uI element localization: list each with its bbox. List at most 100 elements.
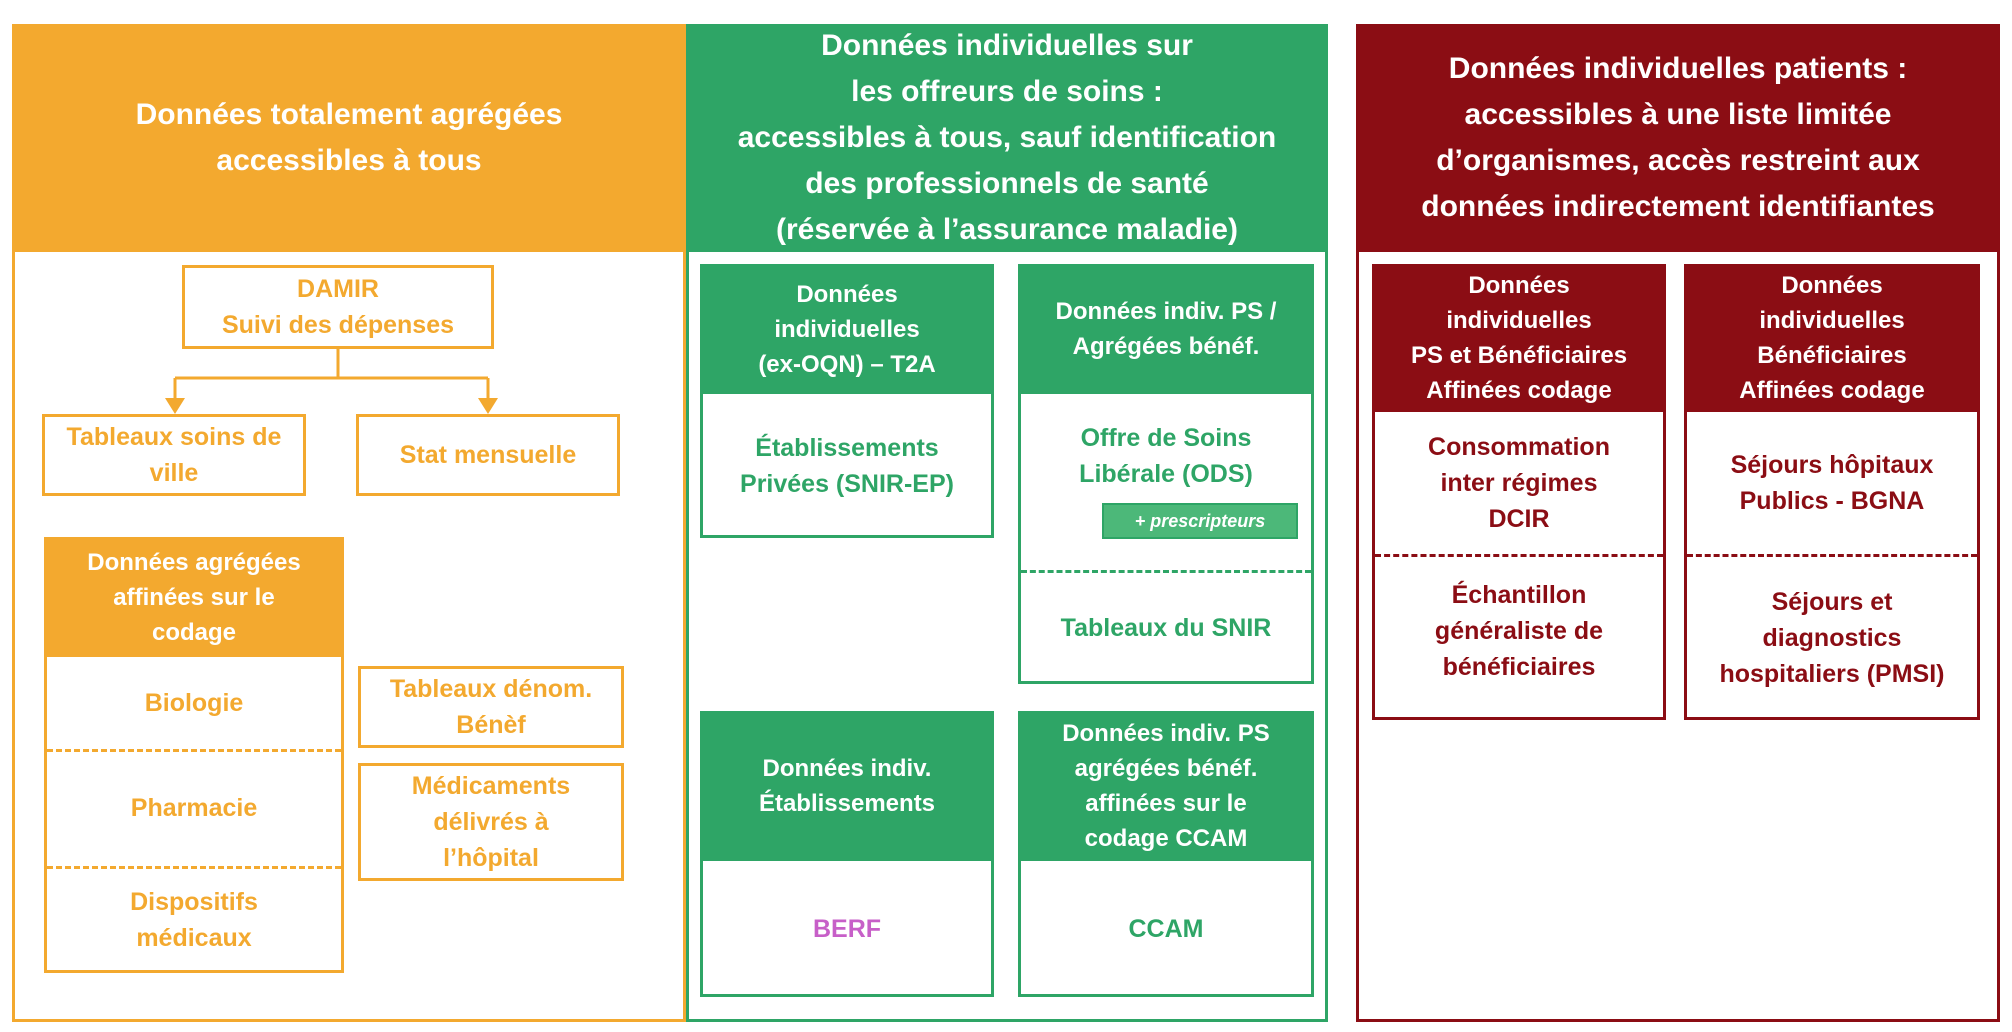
damir-box: DAMIR Suivi des dépenses [182,265,494,349]
oqn-header-line: Données [796,280,898,308]
tableaux-soins-line: Tableaux soins de [66,423,282,451]
snir-ep-item: Établissements Privées (SNIR-EP) [700,394,994,538]
bgna-line: Séjours hôpitaux [1730,451,1934,479]
ccam-label: CCAM [1128,915,1204,943]
affinees-header: Données agrégées affinées sur le codage [44,537,344,657]
pmsi-header: Données individuelles Bénéficiaires Affi… [1684,264,1980,412]
aggregated-header-line: Données totalement agrégées [135,98,563,131]
ps-header-line: Agrégées bénéf. [1072,333,1260,360]
ods-item: Offre de Soins Libérale (ODS) [1018,410,1314,502]
damir-subtitle: Suivi des dépenses [221,311,455,339]
dcir-item: Consommation inter régimes DCIR [1372,412,1666,554]
damir-title: DAMIR [297,275,379,303]
aggregated-header: Données totalement agrégées accessibles … [12,24,686,252]
affinees-header-line: codage [151,618,237,646]
aggregated-header-line: accessibles à tous [216,144,482,177]
dispositifs-line: médicaux [136,924,252,952]
dispositifs-line: Dispositifs [130,888,258,916]
snir-ep-line: Établissements [755,434,939,462]
providers-header-line: des professionnels de santé [805,167,1209,200]
snir-tableaux-item: Tableaux du SNIR [1018,571,1314,684]
pmsi-line: Séjours et [1771,588,1893,616]
etablissements-header-line: Établissements [758,790,936,817]
pmsi-item: Séjours et diagnostics hospitaliers (PMS… [1684,556,1980,720]
ccam-header-line: Données indiv. PS [1062,720,1270,747]
medicaments-box: Médicaments délivrés à l’hôpital [358,763,624,881]
biologie-item: Biologie [44,657,344,749]
dispositifs-item: Dispositifs médicaux [44,867,344,973]
prescripteurs-badge: + prescripteurs [1102,503,1298,539]
providers-header-line: accessibles à tous, sauf identification [737,121,1277,154]
dcir-header: Données individuelles PS et Bénéficiaire… [1372,264,1666,412]
ccam-header-line: codage CCAM [1084,825,1248,852]
pmsi-header-line: individuelles [1759,307,1905,334]
pmsi-line: diagnostics [1762,624,1902,652]
providers-header-line: (réservée à l’assurance maladie) [776,213,1238,246]
snir-tableaux-label: Tableaux du SNIR [1060,613,1272,642]
pmsi-divider [1687,554,1977,557]
ccam-header-line: affinées sur le [1085,790,1247,817]
tableaux-denom-line: Tableaux dénom. [389,675,593,703]
bgna-line: Publics - BGNA [1739,487,1925,515]
snir-ep-line: Privées (SNIR-EP) [740,470,954,498]
patients-header-line: accessibles à une liste limitée [1464,98,1892,131]
pmsi-header-line: Bénéficiaires [1757,342,1907,369]
dcir-line: inter régimes [1440,469,1598,497]
patients-header-line: Données individuelles patients : [1448,52,1908,85]
providers-header-line: les offreurs de soins : [851,75,1163,108]
ps-header-line: Données indiv. PS / [1055,298,1277,325]
providers-header-line: Données individuelles sur [821,29,1193,62]
patients-header-line: données indirectement identifiantes [1421,190,1935,223]
medicaments-line: délivrés à [433,808,549,836]
dcir-header-line: PS et Bénéficiaires [1410,342,1628,369]
oqn-header: Données individuelles (ex-OQN) – T2A [700,264,994,394]
patients-header: Données individuelles patients : accessi… [1356,24,2000,252]
dcir-divider [1375,554,1663,557]
medicaments-line: l’hôpital [443,844,539,872]
dcir-header-line: individuelles [1446,307,1592,334]
providers-header: Données individuelles sur les offreurs d… [686,24,1328,252]
affinees-divider [47,866,341,869]
biologie-label: Biologie [144,689,244,717]
pmsi-header-line: Données [1781,272,1883,299]
prescripteurs-label: + prescripteurs [1134,510,1266,531]
stat-mensuelle-box: Stat mensuelle [356,414,620,496]
egb-line: Échantillon [1451,581,1587,609]
ods-line: Offre de Soins [1080,424,1252,452]
dcir-header-line: Données [1468,272,1570,299]
dcir-line: DCIR [1488,505,1550,533]
bgna-item: Séjours hôpitaux Publics - BGNA [1684,412,1980,554]
oqn-header-line: (ex-OQN) – T2A [758,350,936,378]
ccam-header: Données indiv. PS agrégées bénéf. affiné… [1018,711,1314,861]
dcir-header-line: Affinées codage [1426,377,1612,404]
ps-divider [1021,570,1311,573]
berf-label: BERF [812,915,882,943]
stat-mensuelle-label: Stat mensuelle [399,441,577,469]
oqn-header-line: individuelles [774,315,920,343]
etablissements-header-line: Données indiv. [762,755,932,782]
egb-line: bénéficiaires [1442,653,1596,681]
ccam-header-line: agrégées bénéf. [1074,755,1258,782]
etablissements-header: Données indiv. Établissements [700,711,994,861]
ps-header: Données indiv. PS / Agrégées bénéf. [1018,264,1314,394]
tableaux-denom-line: Bénèf [456,711,526,739]
tableaux-soins-box: Tableaux soins de ville [42,414,306,496]
affinees-header-line: affinées sur le [113,583,275,611]
affinees-header-line: Données agrégées [87,548,301,576]
tableaux-denom-box: Tableaux dénom. Bénèf [358,666,624,748]
pmsi-header-line: Affinées codage [1739,377,1925,404]
egb-line: généraliste de [1434,617,1604,645]
ods-line: Libérale (ODS) [1079,460,1253,488]
berf-item: BERF [700,861,994,997]
patients-header-line: d’organismes, accès restreint aux [1436,144,1920,177]
medicaments-line: Médicaments [411,772,571,800]
ccam-item: CCAM [1018,861,1314,997]
pharmacie-label: Pharmacie [130,794,258,822]
pharmacie-item: Pharmacie [44,750,344,866]
egb-item: Échantillon généraliste de bénéficiaires [1372,556,1666,706]
tableaux-soins-line: ville [149,459,199,487]
dcir-line: Consommation [1428,433,1610,461]
pmsi-line: hospitaliers (PMSI) [1719,660,1945,688]
affinees-divider [47,749,341,752]
